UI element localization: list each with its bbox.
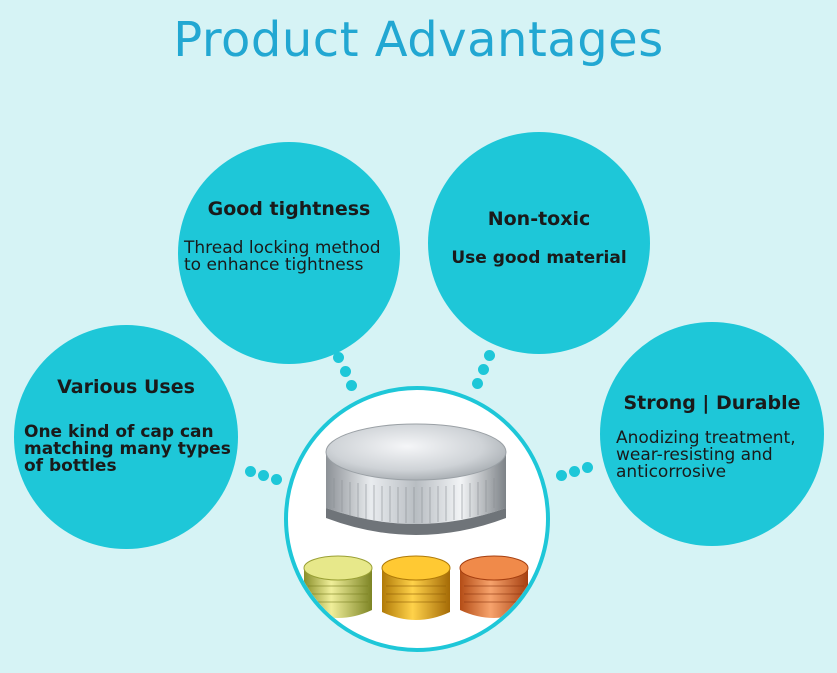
bubble-description: One kind of cap can matching many types … bbox=[24, 424, 254, 475]
description-line: Use good material bbox=[451, 248, 627, 268]
description-line: One kind of cap can bbox=[24, 422, 214, 442]
advantage-bubble-tightness: Good tightness Thread locking method to … bbox=[178, 142, 400, 364]
connector-dot bbox=[569, 466, 580, 477]
description-line: matching many types bbox=[24, 439, 231, 459]
description-line: anticorrosive bbox=[616, 462, 727, 482]
connector-dot bbox=[556, 470, 567, 481]
connector-dot bbox=[258, 470, 269, 481]
description-line: Thread locking method bbox=[184, 238, 381, 258]
advantage-bubble-strong: Strong | Durable Anodizing treatment, we… bbox=[600, 322, 824, 546]
description-line: of bottles bbox=[24, 456, 117, 476]
description-line: wear-resisting and bbox=[616, 445, 773, 465]
bottle-caps-image bbox=[303, 423, 529, 620]
bubble-description: Anodizing treatment, wear-resisting and … bbox=[616, 430, 837, 481]
connector-dot bbox=[245, 466, 256, 477]
connector-dot bbox=[340, 366, 351, 377]
bubble-heading: Strong | Durable bbox=[623, 392, 801, 414]
connector-dot bbox=[484, 350, 495, 361]
bubble-heading: Good tightness bbox=[207, 198, 371, 220]
bubble-heading: Non-toxic bbox=[487, 208, 591, 230]
bubble-heading: Various Uses bbox=[57, 376, 195, 398]
connector-dot bbox=[346, 380, 357, 391]
product-image-circle bbox=[284, 386, 550, 652]
connector-dot bbox=[582, 462, 593, 473]
bubble-description: Use good material bbox=[428, 250, 650, 267]
advantage-bubble-nontoxic: Non-toxic Use good material bbox=[428, 132, 650, 354]
connector-dot bbox=[333, 352, 344, 363]
page-title: Product Advantages bbox=[173, 12, 664, 68]
description-line: to enhance tightness bbox=[184, 255, 364, 275]
connector-dot bbox=[478, 364, 489, 375]
connector-dot bbox=[472, 378, 483, 389]
description-line: Anodizing treatment, bbox=[616, 428, 796, 448]
bubble-description: Thread locking method to enhance tightne… bbox=[184, 240, 404, 274]
connector-dot bbox=[271, 474, 282, 485]
advantage-bubble-uses: Various Uses One kind of cap can matchin… bbox=[14, 325, 238, 549]
